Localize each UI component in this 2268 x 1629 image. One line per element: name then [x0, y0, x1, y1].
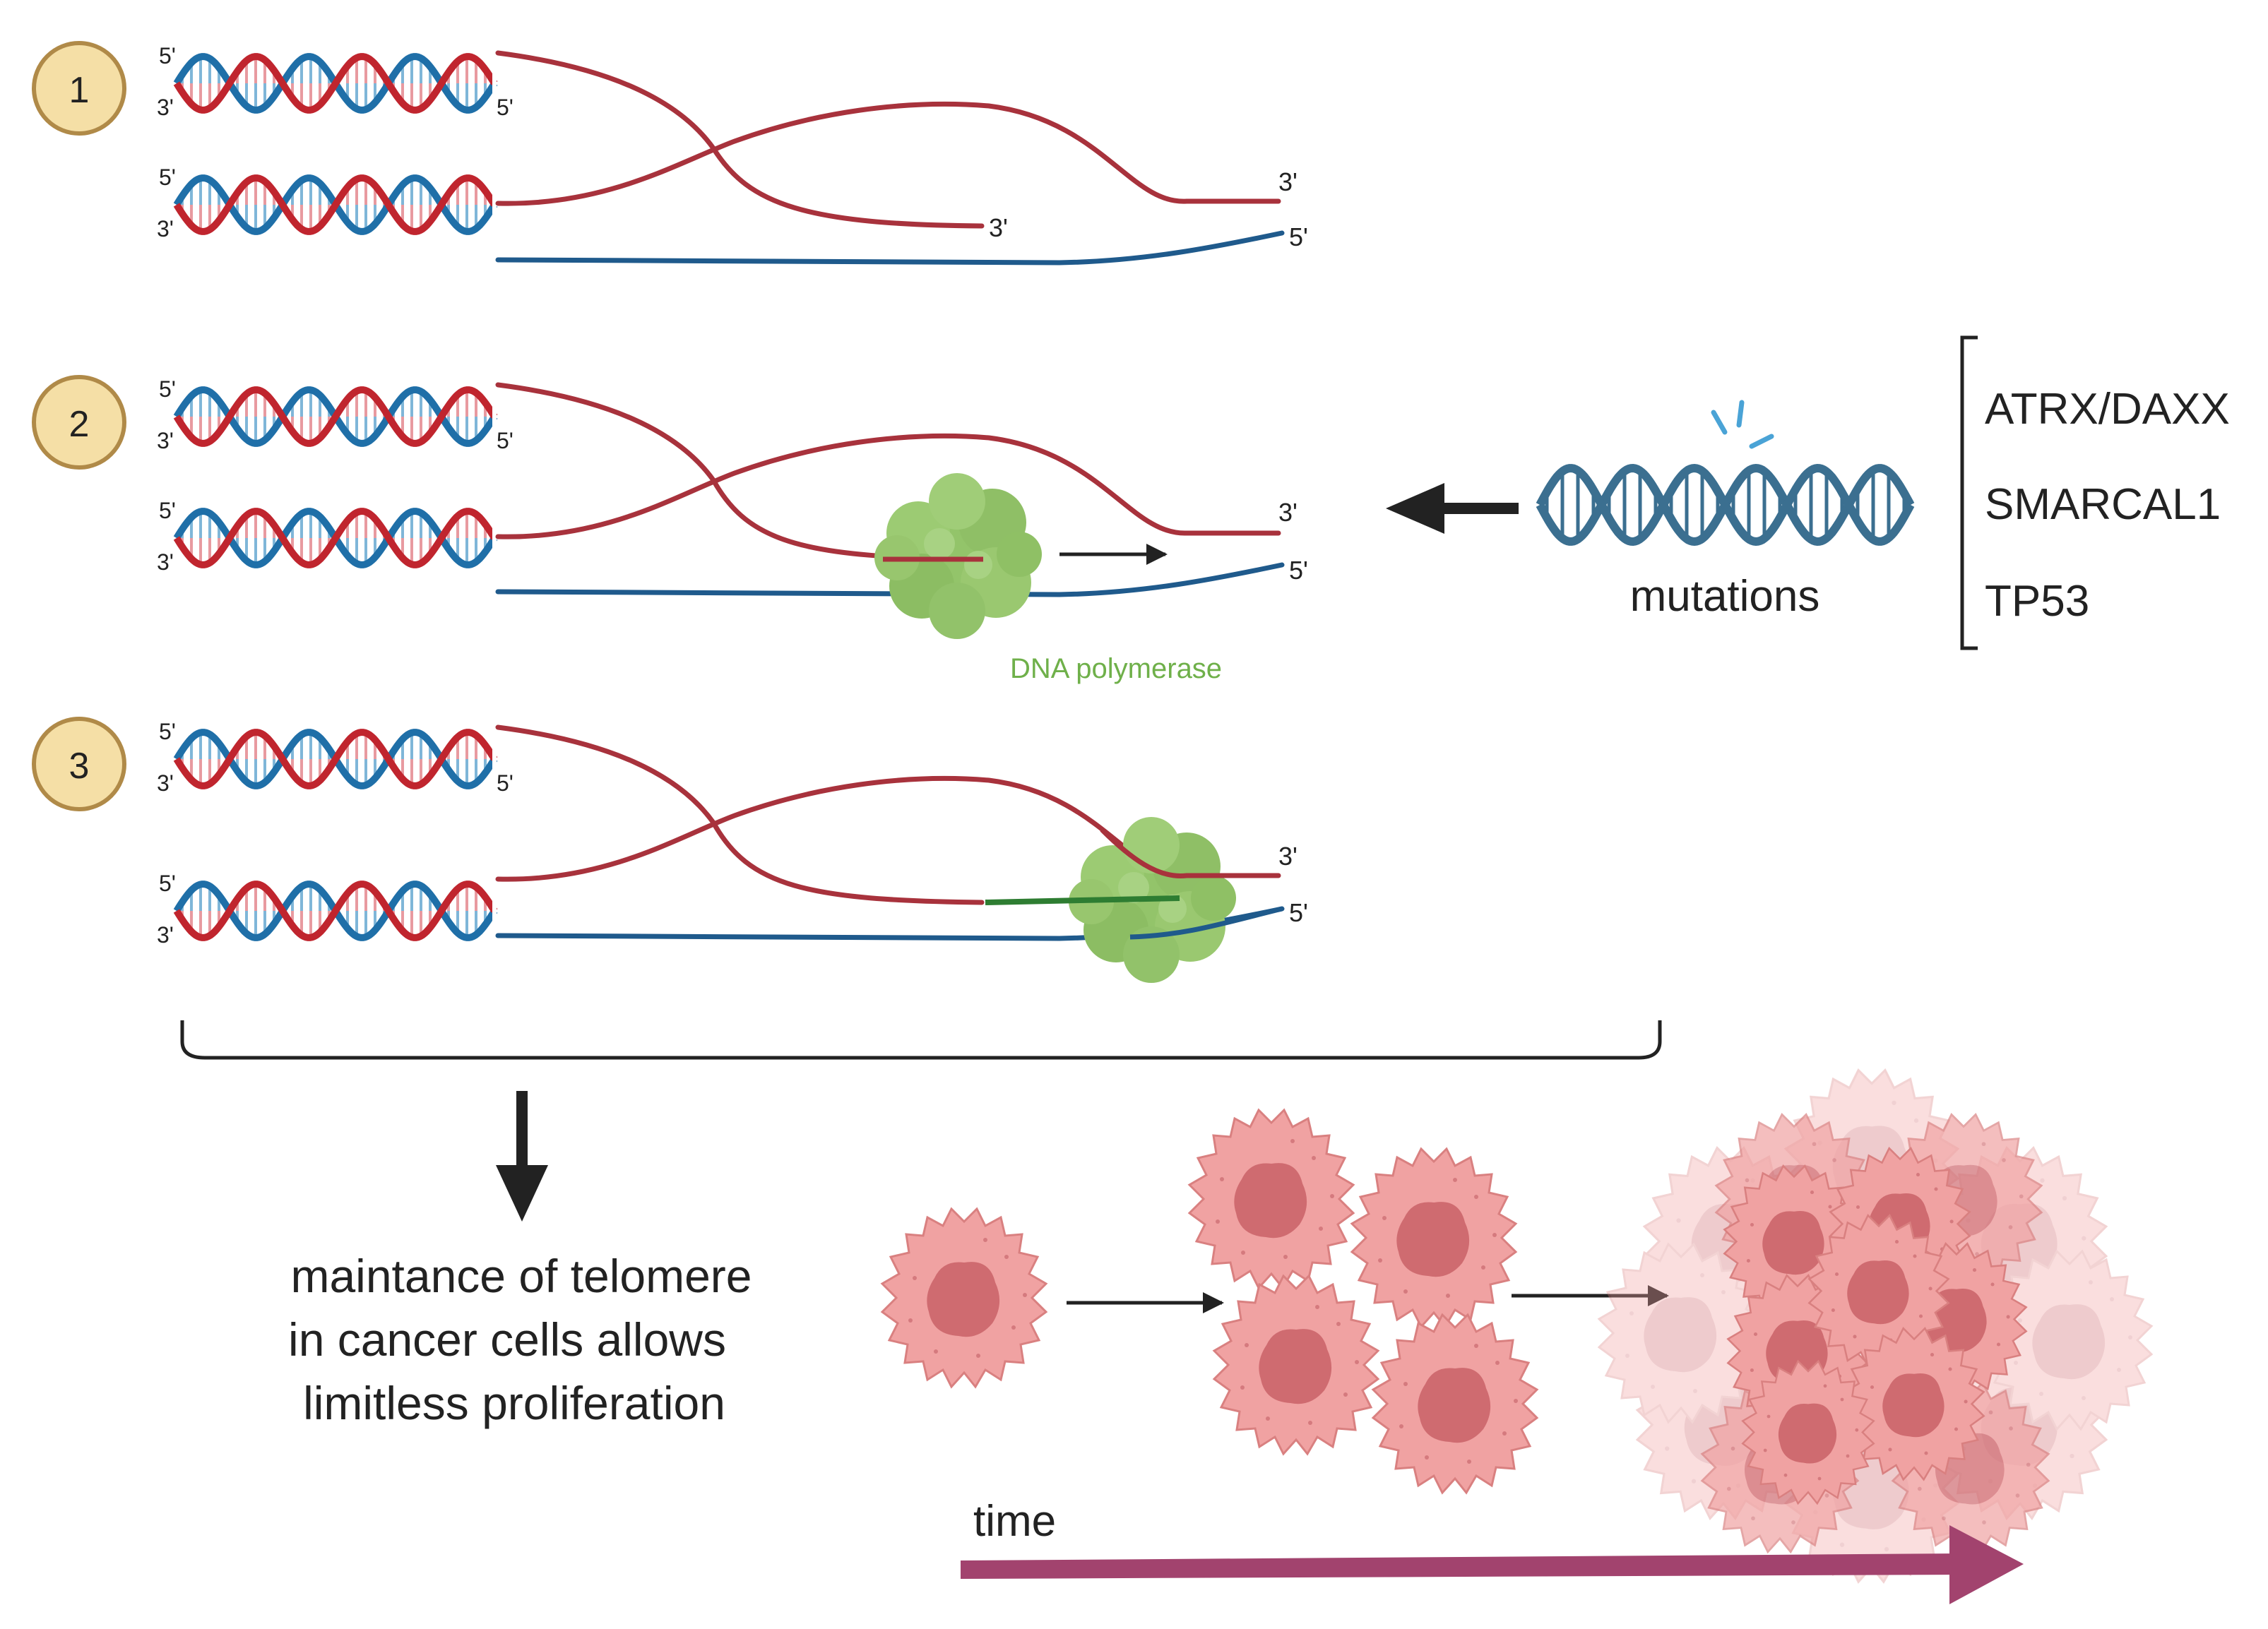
strand-end-label: 5' [159, 376, 176, 402]
strand-end-label: 3' [157, 95, 174, 120]
time-arrow [961, 1525, 2024, 1604]
strand-end-label: 3' [157, 770, 174, 796]
down-arrow [496, 1091, 548, 1222]
mutation-spark-icon [1711, 400, 1774, 449]
svg-text:3': 3' [1278, 842, 1298, 871]
step-2-bottom-duplex: 5' 3' [157, 498, 498, 575]
step-number: 1 [69, 70, 90, 111]
step-1-bottom-duplex: 5' 3' [157, 165, 498, 241]
step-number: 3 [69, 746, 90, 787]
step-3-displaced-tail [1100, 828, 1278, 879]
step-3-template-tail [1129, 906, 1283, 940]
newly-synthesized-strand [985, 895, 1180, 905]
strand-end-labels: 3' 3' 5' 3' 5' 3' 5' [989, 167, 1308, 927]
step-2-strands [495, 382, 1285, 597]
outcome-line-1: maintance of telomere [290, 1250, 752, 1302]
svg-text:5': 5' [1289, 898, 1308, 927]
step-3-bottom-duplex: 5' 3' [157, 871, 498, 948]
tumor-cell-cluster [1598, 1069, 2153, 1583]
four-cancer-cells [1188, 1109, 1538, 1494]
displaced-strand [495, 101, 1281, 206]
template-strand [495, 562, 1285, 597]
strand-end-label: 5' [159, 498, 176, 523]
step-3-top-duplex: 5' 3' 5' [157, 719, 513, 796]
gene-atrx-daxx: ATRX/DAXX [1985, 385, 2230, 434]
gene-smarcal1: SMARCAL1 [1985, 480, 2221, 529]
step-1-strands [495, 50, 1285, 265]
step-badge-1: 1 [32, 41, 126, 136]
strand-end-label: 3' [157, 922, 174, 948]
svg-text:5': 5' [1289, 556, 1308, 585]
strand-end-label: 5' [159, 871, 176, 896]
svg-text:3': 3' [989, 213, 1008, 242]
polymerase-label: DNA polymerase [1010, 653, 1222, 684]
outcome-line-3: limitless proliferation [303, 1377, 725, 1429]
mutations-label: mutations [1630, 572, 1820, 621]
strand-end-label: 5' [497, 95, 513, 120]
strand-end-label: 5' [159, 43, 176, 68]
step-2-top-duplex: 5' 3' 5' [157, 376, 513, 453]
template-strand [495, 230, 1285, 265]
mutation-arrow [1386, 483, 1519, 534]
svg-text:5': 5' [1289, 222, 1308, 251]
outcome-line-2: in cancer cells allows [288, 1313, 726, 1366]
step-1-top-duplex: 5' 3' 5' [157, 43, 513, 120]
strand-end-label: 5' [159, 165, 176, 190]
strand-end-label: 3' [157, 549, 174, 575]
step-badge-2: 2 [32, 375, 126, 470]
step-badge-3: 3 [32, 717, 126, 811]
steps-brace [180, 1020, 1662, 1060]
svg-text:3': 3' [1278, 498, 1298, 527]
time-label: time [973, 1497, 1056, 1546]
strand-end-label: 3' [157, 216, 174, 241]
single-cancer-cell [881, 1207, 1047, 1388]
double-helix-segments: 5' 3' 5' 5' 3' 5' 3' 5' 5' 3' 5' 3' 5' 5' 3' [157, 43, 513, 948]
step-number: 2 [69, 404, 90, 445]
displaced-strand [495, 433, 1281, 539]
strand-end-label: 5' [497, 428, 513, 453]
strand-end-label: 3' [157, 428, 174, 453]
strand-end-label: 5' [497, 770, 513, 796]
gene-tp53: TP53 [1985, 577, 2089, 626]
dna-polymerase-icon [874, 473, 1042, 639]
svg-text:3': 3' [1278, 167, 1298, 196]
gene-bracket [1960, 335, 1978, 650]
mutation-dna-icon [1536, 463, 1915, 547]
strand-end-label: 5' [159, 719, 176, 744]
